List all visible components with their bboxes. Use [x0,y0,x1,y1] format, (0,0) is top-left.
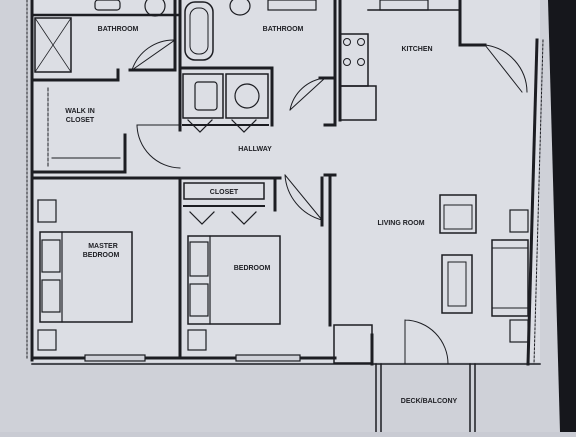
label-deck-balcony: DECK/BALCONY [401,398,458,405]
label-master-bedroom-1: MASTER [88,243,118,250]
label-bathroom-left: BATHROOM [98,26,139,33]
label-kitchen: KITCHEN [401,46,432,53]
label-bedroom: BEDROOM [234,265,271,272]
label-walk-in-closet-2: CLOSET [66,117,95,124]
label-walk-in-closet-1: WALK IN [65,108,95,115]
label-master-bedroom-2: BEDROOM [83,252,120,259]
label-bathroom-right: BATHROOM [263,26,304,33]
label-living-room: LIVING ROOM [377,220,424,227]
screen-edge [548,0,576,432]
label-closet: CLOSET [210,189,239,196]
walls [26,0,544,433]
label-hallway: HALLWAY [238,146,272,153]
apartment-floor [30,0,540,362]
